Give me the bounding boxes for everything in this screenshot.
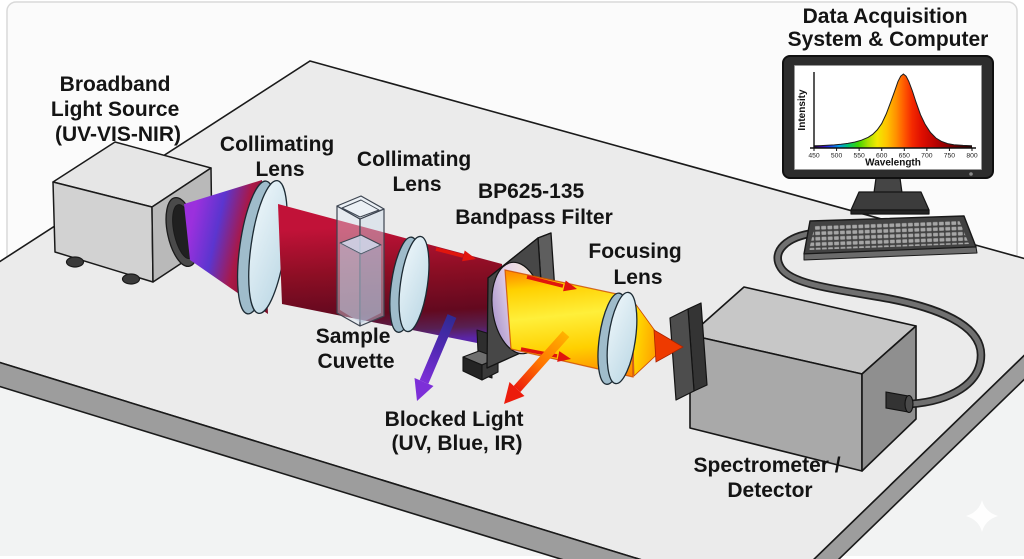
- keyboard-front-bevel: [803, 246, 978, 261]
- cuvette-liquid: [361, 245, 381, 323]
- label-light-source: Broadband Light Source (UV-VIS-NIR): [51, 73, 185, 146]
- sparkle-watermark: [966, 500, 998, 532]
- sample-cuvette: [336, 195, 385, 327]
- label-bandpass-filter: BP625-135 Bandpass Filter: [455, 180, 613, 229]
- x-axis-label: Wavelength: [865, 158, 921, 169]
- label-blocked-light: Blocked Light (UV, Blue, IR): [385, 408, 530, 455]
- chart-tick-label: 650: [899, 153, 911, 160]
- power-led: [969, 172, 973, 176]
- source-foot: [121, 273, 141, 285]
- chart-tick-label: 500: [831, 153, 843, 160]
- spectrum-curve: [813, 73, 973, 147]
- entrance-slit-plate: [669, 302, 708, 401]
- lens-front: [398, 235, 430, 333]
- chart-tick-label: 800: [966, 153, 978, 160]
- chart-tick-label: 700: [921, 153, 933, 160]
- usb-cable: [773, 228, 986, 409]
- keyboard: [803, 215, 978, 261]
- label-sample-cuvette: Sample Cuvette: [316, 325, 397, 373]
- keyboard-keys: [809, 220, 969, 250]
- cable-connector: [885, 391, 914, 414]
- cuvette-liquid: [340, 243, 361, 323]
- monitor-base-edge: [850, 209, 930, 215]
- table-front-edge-right: [813, 354, 1024, 559]
- source-foot: [65, 256, 85, 268]
- beam-direction-arrow: [526, 275, 577, 292]
- monitor-stand: [850, 177, 930, 215]
- label-focusing-lens: Focusing Lens: [588, 240, 687, 289]
- chart-tick-label: 750: [944, 153, 956, 160]
- beam-direction-arrow: [435, 247, 476, 262]
- chart-tick-label: 450: [808, 153, 820, 160]
- label-data-acquisition: Data Acquisition System & Computer: [788, 5, 989, 51]
- floor: [0, 379, 1024, 559]
- label-collimating-lens-1: Collimating Lens: [220, 133, 340, 181]
- chart-ticks: 450 500 550 600 650 700 750 800: [808, 148, 978, 160]
- y-axis-label: Intensity: [797, 89, 808, 131]
- label-collimating-lens-2: Collimating Lens: [357, 148, 477, 196]
- label-spectrometer: Spectrometer / Detector: [694, 454, 847, 502]
- monitor: 450 500 550 600 650 700 750 800 Wavelength Inte…: [782, 55, 994, 179]
- cuvette-rim-inner: [341, 199, 380, 218]
- collimating-lens-2: [389, 235, 430, 333]
- lens-front: [606, 291, 638, 385]
- blocked-uv-arrow: [414, 314, 457, 401]
- chart-tick-label: 550: [853, 153, 865, 160]
- table-front-edge-left: [0, 361, 642, 559]
- beam-tip-arrow: [653, 329, 684, 363]
- cuvette-rim: [336, 195, 385, 220]
- monitor-base: [850, 191, 930, 211]
- collimating-lens-1: [236, 179, 288, 315]
- spectrum-chart: 450 500 550 600 650 700 750 800 Wavelength Inte…: [797, 72, 978, 169]
- spectrum-curve-area: [814, 74, 972, 148]
- chart-tick-label: 600: [876, 153, 888, 160]
- blocked-ir-arrow: [504, 331, 570, 404]
- labels: Broadband Light Source (UV-VIS-NIR) Coll…: [51, 5, 988, 502]
- focusing-lens: [597, 291, 638, 385]
